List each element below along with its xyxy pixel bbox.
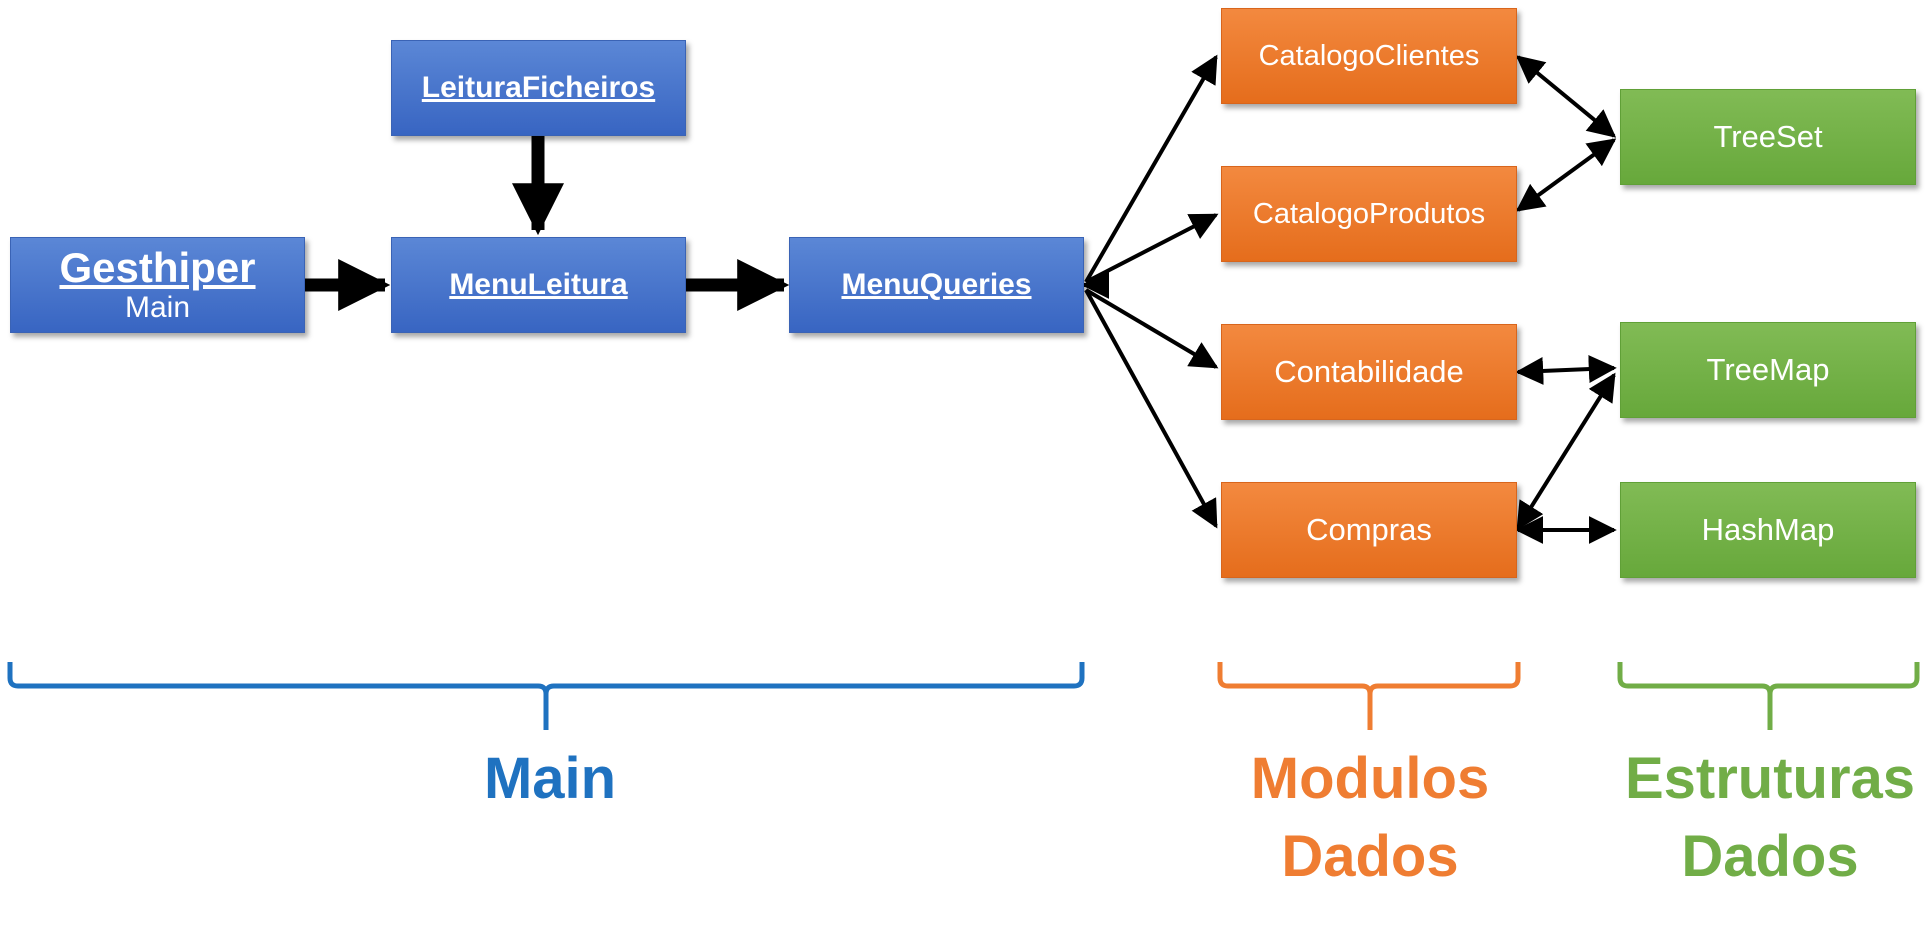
- contabilidade-box[interactable]: Contabilidade: [1221, 324, 1517, 420]
- arrow-contabilidade-treemap: [1515, 355, 1617, 385]
- modulos-brace: [1217, 662, 1521, 730]
- gesthiper-title: Gesthiper: [59, 244, 256, 291]
- gesthiper-box[interactable]: Gesthiper Main: [10, 237, 305, 333]
- catalogo-clientes-box[interactable]: CatalogoClientes: [1221, 8, 1517, 104]
- catalogo-produtos-label: CatalogoProdutos: [1252, 197, 1486, 230]
- arrow-menuqueries-to-compras: [1084, 289, 1218, 529]
- leitura-ficheiros-label: LeituraFicheiros: [421, 71, 656, 104]
- hashmap-box[interactable]: HashMap: [1620, 482, 1916, 578]
- modulos-dados-line1: Modulos: [1250, 746, 1490, 811]
- gesthiper-subtitle: Main: [124, 291, 191, 324]
- estruturas-dados-line1: Estruturas: [1624, 746, 1916, 811]
- estruturas-dados-group-label: Estruturas Dados: [1590, 740, 1928, 896]
- arrow-menuqueries-to-catalogoprodutos: [1085, 213, 1219, 284]
- catalogo-clientes-label: CatalogoClientes: [1258, 39, 1480, 72]
- main-group-label: Main: [400, 740, 700, 818]
- estruturas-brace: [1617, 662, 1920, 730]
- modulos-dados-group-label: Modulos Dados: [1190, 740, 1550, 896]
- compras-box[interactable]: Compras: [1221, 482, 1517, 578]
- menu-leitura-box[interactable]: MenuLeitura: [391, 237, 686, 333]
- treeset-box[interactable]: TreeSet: [1620, 89, 1916, 185]
- main-brace: [7, 662, 1085, 730]
- menu-queries-box[interactable]: MenuQueries: [789, 237, 1084, 333]
- menu-leitura-label: MenuLeitura: [449, 268, 628, 301]
- estruturas-dados-line2: Dados: [1681, 824, 1859, 889]
- arrow-catalogoclientes-treeset: [1515, 55, 1617, 138]
- main-group-text: Main: [483, 746, 617, 811]
- compras-label: Compras: [1306, 512, 1432, 547]
- treemap-label: TreeMap: [1706, 352, 1830, 387]
- arrow-compras-treemap: [1516, 372, 1616, 531]
- hashmap-label: HashMap: [1701, 512, 1835, 547]
- arrow-catalogoprodutos-treeset: [1515, 138, 1617, 212]
- treemap-box[interactable]: TreeMap: [1620, 322, 1916, 418]
- arrow-menuqueries-to-catalogoclientes: [1084, 54, 1218, 284]
- arrow-menuqueries-to-contabilidade: [1084, 288, 1219, 369]
- leitura-ficheiros-box[interactable]: LeituraFicheiros: [391, 40, 686, 136]
- modulos-dados-line2: Dados: [1281, 824, 1459, 889]
- contabilidade-label: Contabilidade: [1274, 354, 1464, 389]
- menu-queries-label: MenuQueries: [841, 268, 1032, 301]
- treeset-label: TreeSet: [1713, 119, 1823, 154]
- catalogo-produtos-box[interactable]: CatalogoProdutos: [1221, 166, 1517, 262]
